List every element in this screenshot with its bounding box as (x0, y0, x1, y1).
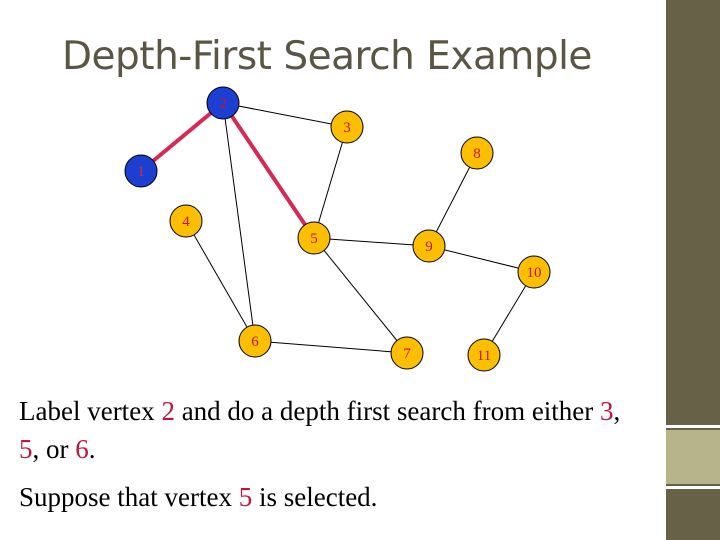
vertex-8: 8 (460, 136, 494, 170)
edge-4-6 (185, 220, 256, 342)
edge-2-5 (221, 101, 316, 240)
instruction-part: . (88, 434, 96, 464)
sidebar-block-top (666, 0, 720, 422)
instruction-part: Label vertex (19, 396, 162, 426)
vertex-circle (467, 338, 501, 372)
sidebar-divider (666, 486, 720, 489)
selection-text: Suppose that vertex 5 is selected. (19, 478, 639, 516)
edge-1-2 (139, 101, 225, 173)
graph-diagram: 1 2 3 4 5 6 7 8 9 10 11 (124, 86, 551, 372)
slide-title: Depth-First Search Example (62, 34, 592, 79)
vertex-circle (297, 221, 331, 255)
vertex-label: 7 (403, 346, 411, 362)
instruction-vertex-2: 2 (161, 396, 175, 426)
instruction-part: and do a depth first search from either (174, 396, 601, 426)
vertex-label: 1 (137, 164, 145, 180)
edge-5-9 (313, 237, 430, 247)
vertex-10: 10 (517, 255, 551, 289)
vertex-7: 7 (390, 336, 424, 370)
vertex-circle (206, 86, 240, 120)
vertex-5: 5 (297, 221, 331, 255)
vertex-label: 2 (219, 96, 227, 112)
vertex-circle (330, 110, 364, 144)
vertex-11: 11 (467, 338, 501, 372)
instruction-vertex-5: 5 (19, 434, 33, 464)
decorative-sidebar (666, 0, 720, 540)
edge-8-9 (428, 152, 478, 247)
vertex-circle (238, 324, 272, 358)
vertex-circle (169, 204, 203, 238)
vertex-2: 2 (206, 86, 240, 120)
edge-6-7 (254, 340, 408, 354)
instruction-part: , or (32, 434, 76, 464)
selection-vertex-5: 5 (238, 482, 253, 512)
vertex-circle (412, 229, 446, 263)
instruction-vertex-6: 6 (75, 434, 89, 464)
edge-5-7 (313, 237, 408, 354)
instruction-text: Label vertex 2 and do a depth first sear… (19, 392, 639, 468)
instruction-part: , (613, 396, 621, 426)
vertex-4: 4 (169, 204, 203, 238)
graph-vertices: 1 2 3 4 5 6 7 8 9 10 11 (124, 86, 551, 372)
vertex-label: 5 (310, 231, 318, 247)
edge-2-3 (222, 102, 348, 128)
vertex-circle (390, 336, 424, 370)
edge-9-10 (428, 245, 535, 273)
vertex-label: 4 (182, 214, 190, 230)
edge-2-6 (222, 102, 256, 342)
vertex-label: 10 (527, 265, 542, 281)
vertex-circle (460, 136, 494, 170)
vertex-circle (124, 154, 158, 188)
vertex-label: 8 (473, 146, 481, 162)
vertex-circle (517, 255, 551, 289)
instruction-vertex-3: 3 (600, 396, 614, 426)
vertex-label: 3 (343, 120, 351, 136)
vertex-6: 6 (238, 324, 272, 358)
sidebar-divider (666, 425, 720, 428)
edge-3-5 (313, 126, 348, 239)
selection-part: is selected. (252, 482, 378, 512)
selection-part: Suppose that vertex (19, 482, 239, 512)
graph-edges (139, 101, 535, 356)
vertex-3: 3 (330, 110, 364, 144)
vertex-label: 6 (251, 334, 259, 350)
sidebar-block-accent (666, 430, 720, 484)
vertex-9: 9 (412, 229, 446, 263)
vertex-label: 9 (425, 239, 433, 255)
vertex-label: 11 (477, 348, 491, 364)
vertex-1: 1 (124, 154, 158, 188)
sidebar-block-bottom (666, 490, 720, 540)
